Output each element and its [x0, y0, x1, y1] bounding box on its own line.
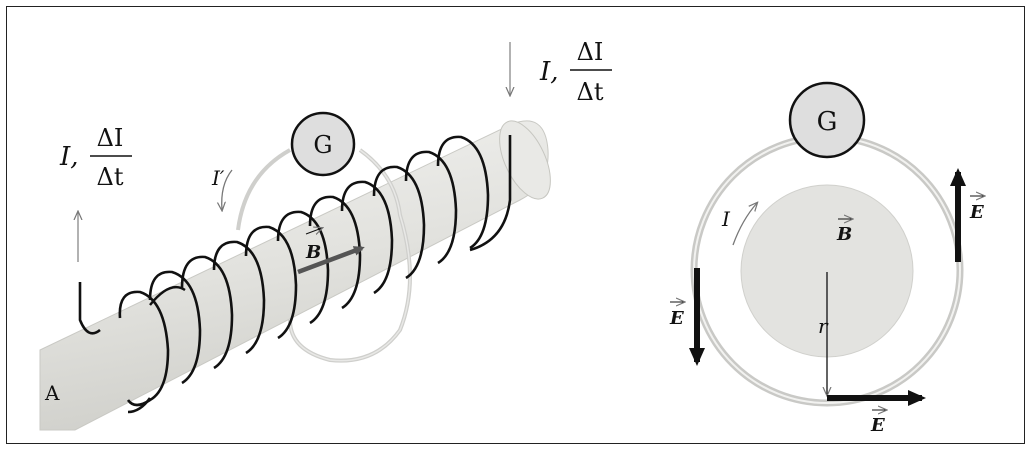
- formula-left-current: I,: [59, 142, 79, 172]
- field-label-right: B: [836, 224, 852, 245]
- induced-current-label: I′: [211, 166, 225, 190]
- field-vector-mark-left: [305, 228, 322, 234]
- radius-label: r: [818, 314, 829, 338]
- galvanometer-right: [788, 81, 866, 159]
- e-label-right: E: [969, 202, 984, 223]
- current-arrow-right: [732, 203, 757, 246]
- current-label-right: I: [721, 207, 731, 231]
- formula-right-current: I,: [539, 57, 559, 87]
- e-label-left: E: [669, 308, 684, 329]
- galvanometer-loop: [236, 148, 412, 363]
- figure-frame: [6, 6, 1025, 444]
- field-arrow-left: [297, 245, 365, 275]
- formula-left: I, ΔI Δt: [59, 124, 132, 191]
- formula-right-numerator: ΔI: [577, 38, 604, 66]
- field-label-left: B: [305, 242, 321, 263]
- induced-current-arrow: [222, 169, 233, 210]
- solenoid-coil: [78, 135, 512, 414]
- formula-right-denominator: Δt: [577, 78, 604, 106]
- galvanometer-right-label: G: [817, 107, 838, 137]
- formula-right: I, ΔI Δt: [539, 38, 612, 106]
- galvanometer-left-label: G: [313, 131, 332, 159]
- e-label-bottom: E: [870, 415, 885, 436]
- formula-left-numerator: ΔI: [97, 124, 124, 152]
- galvanometer-left: [290, 111, 356, 177]
- end-label: A: [44, 381, 60, 405]
- formula-left-denominator: Δt: [97, 163, 124, 191]
